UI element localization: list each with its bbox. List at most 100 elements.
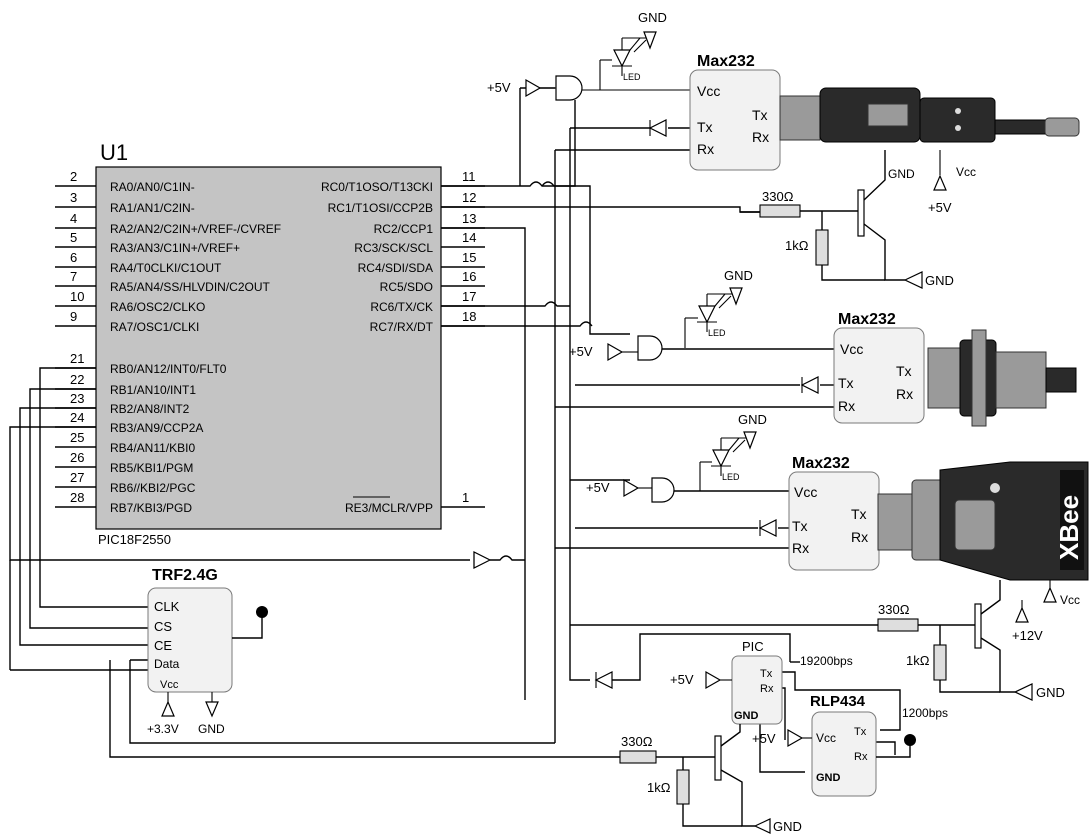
- u1-pin-number: 2: [70, 169, 77, 184]
- pic-baud: 19200bps: [800, 654, 853, 668]
- pic-gnd: GND: [734, 710, 759, 722]
- gnd-modem: GND: [888, 167, 915, 181]
- diode-tx-3: [758, 519, 777, 537]
- u1-pin-label: RC6/TX/CK: [370, 300, 433, 314]
- gsm-modem-device: [779, 87, 1080, 143]
- label-5v-3: +5V: [586, 480, 610, 495]
- gnd-t2: GND: [1036, 685, 1065, 700]
- u1-pin-number: 4: [70, 211, 77, 226]
- resistor-1k-2: [933, 644, 947, 681]
- u1-pin-number: 12: [462, 190, 476, 205]
- rlp434-module: RLP434 Vcc Tx Rx GND 1200bps +5V: [752, 693, 948, 797]
- u1-pin-label: RA5/AN4/SS/HLVDIN/C2OUT: [110, 280, 270, 294]
- diode-tx-2: [800, 376, 819, 394]
- and-gate-2: [637, 317, 698, 361]
- max232-2-vcc: Vcc: [840, 341, 863, 357]
- supply-5v-1: +5V: [487, 78, 556, 98]
- u1-pin-label: RC2/CCP1: [374, 222, 434, 236]
- xbee-logo: XBee: [1054, 495, 1084, 560]
- u1-pin-label: RA7/OSC1/CLKI: [110, 320, 199, 334]
- supply-5v-3: +5V: [586, 478, 652, 498]
- max232-1-tx-out: Tx: [752, 107, 768, 123]
- r1k-1-label: 1kΩ: [785, 238, 809, 253]
- max232-2-tx-in: Tx: [838, 375, 854, 391]
- trf-pin-ce: CE: [154, 638, 172, 653]
- u1-pin-number: 6: [70, 250, 77, 265]
- max232-1-rx-in: Rx: [697, 141, 714, 157]
- resistor-330-1: [759, 204, 801, 218]
- transistor-3: 330Ω 1kΩ GND: [619, 724, 802, 834]
- max232-3-rx-in: Rx: [792, 540, 809, 556]
- gnd-led-1: GND: [638, 10, 667, 25]
- label-5v-1: +5V: [487, 80, 511, 95]
- rlp-gnd: GND: [816, 772, 841, 784]
- resistor-330-2: [877, 618, 919, 632]
- u1-pin-number: 11: [462, 169, 476, 184]
- xbee-supply: Vcc: [1043, 580, 1080, 607]
- max232-3-rx-out: Rx: [851, 529, 868, 545]
- supply-5v-pic: +5V: [670, 672, 694, 687]
- u1-pin-number: 5: [70, 230, 77, 245]
- pin-label-mclr: RE3/MCLR/VPP: [345, 501, 433, 515]
- max232-3-tx-out: Tx: [851, 506, 867, 522]
- u1-pin-number: 25: [70, 430, 84, 445]
- diode-pic: [594, 671, 613, 689]
- r330-2-label: 330Ω: [878, 602, 910, 617]
- resistor-1k-3: [676, 769, 690, 805]
- led-2: LED GND: [697, 268, 753, 338]
- max232-1-rx-out: Rx: [752, 129, 769, 145]
- u1-microcontroller: U1 PIC18F2550 2RA0/AN0/C1IN-3RA1/AN1/C2I…: [55, 140, 485, 547]
- u1-pin-label: RB6//KBI2/PGC: [110, 481, 196, 495]
- pin-num-1: 1: [462, 490, 469, 505]
- trf-pin-clk: CLK: [154, 599, 180, 614]
- max232-3-tx-in: Tx: [792, 518, 808, 534]
- diode-tx-1: [648, 119, 667, 137]
- u1-pin-label: RA0/AN0/C1IN-: [110, 180, 195, 194]
- u1-pin-number: 15: [462, 250, 476, 265]
- vcc-xbee: Vcc: [1060, 593, 1080, 607]
- max232-2-tx-out: Tx: [896, 363, 912, 379]
- u1-pin-label: RC3/SCK/SCL: [354, 241, 433, 255]
- max232-1-title: Max232: [697, 53, 755, 70]
- transistor-1: 330Ω 1kΩ GND GND Vcc +5V: [740, 150, 976, 289]
- rlp-antenna-dot: [904, 734, 916, 746]
- supply-5v-modem: +5V: [928, 200, 952, 215]
- u1-left-pins: 2RA0/AN0/C1IN-3RA1/AN1/C2IN-4RA2/AN2/C2I…: [55, 169, 281, 515]
- trf-pin-data: Data: [154, 657, 180, 671]
- u1-pin-label: RB3/AN9/CCP2A: [110, 421, 203, 435]
- u1-pin-label: RC1/T1OSI/CCP2B: [328, 201, 433, 215]
- pic-body: [731, 655, 783, 725]
- u1-pin-number: 16: [462, 269, 476, 284]
- u1-pin-number: 17: [462, 289, 476, 304]
- rlp-tx: Tx: [854, 726, 867, 738]
- wiring: [9, 87, 975, 773]
- u1-pin-number: 14: [462, 230, 476, 245]
- led-2-label: LED: [708, 328, 726, 338]
- max232-2-rx-in: Rx: [838, 398, 855, 414]
- diode-rb3: [473, 551, 492, 569]
- trf24g-module: TRF2.4G CLK CS CE Data Vcc +3.3V GND: [147, 567, 268, 736]
- u1-ref: U1: [100, 140, 128, 165]
- pic-module: PIC Tx Rx GND 19200bps +5V: [670, 639, 853, 725]
- u1-pin-number: 10: [70, 289, 84, 304]
- u1-pin-number: 28: [70, 490, 84, 505]
- transistor-2: 330Ω 1kΩ GND +12V: [877, 580, 1065, 701]
- led-3: LED GND: [711, 412, 767, 482]
- gnd-led-2: GND: [724, 268, 753, 283]
- supply-3v3: +3.3V: [147, 722, 179, 736]
- vcc-modem: Vcc: [956, 165, 976, 179]
- max232-1-vcc: Vcc: [697, 83, 720, 99]
- rlp-vcc: Vcc: [816, 731, 836, 745]
- gnd-trf: GND: [198, 722, 225, 736]
- u1-pin-number: 18: [462, 309, 476, 324]
- u1-pin-label: RB7/KBI3/PGD: [110, 501, 192, 515]
- pic-rx: Rx: [760, 683, 774, 695]
- xbee-device: XBee: [877, 461, 1089, 581]
- u1-pin-label: RB0/AN12/INT0/FLT0: [110, 362, 227, 376]
- serial-connector-device: [927, 329, 1077, 427]
- u1-body: [95, 166, 442, 530]
- max232-module-2: Max232 Vcc Tx Rx Tx Rx: [833, 311, 925, 424]
- resistor-330-3: [619, 750, 657, 764]
- u1-pin-number: 9: [70, 309, 77, 324]
